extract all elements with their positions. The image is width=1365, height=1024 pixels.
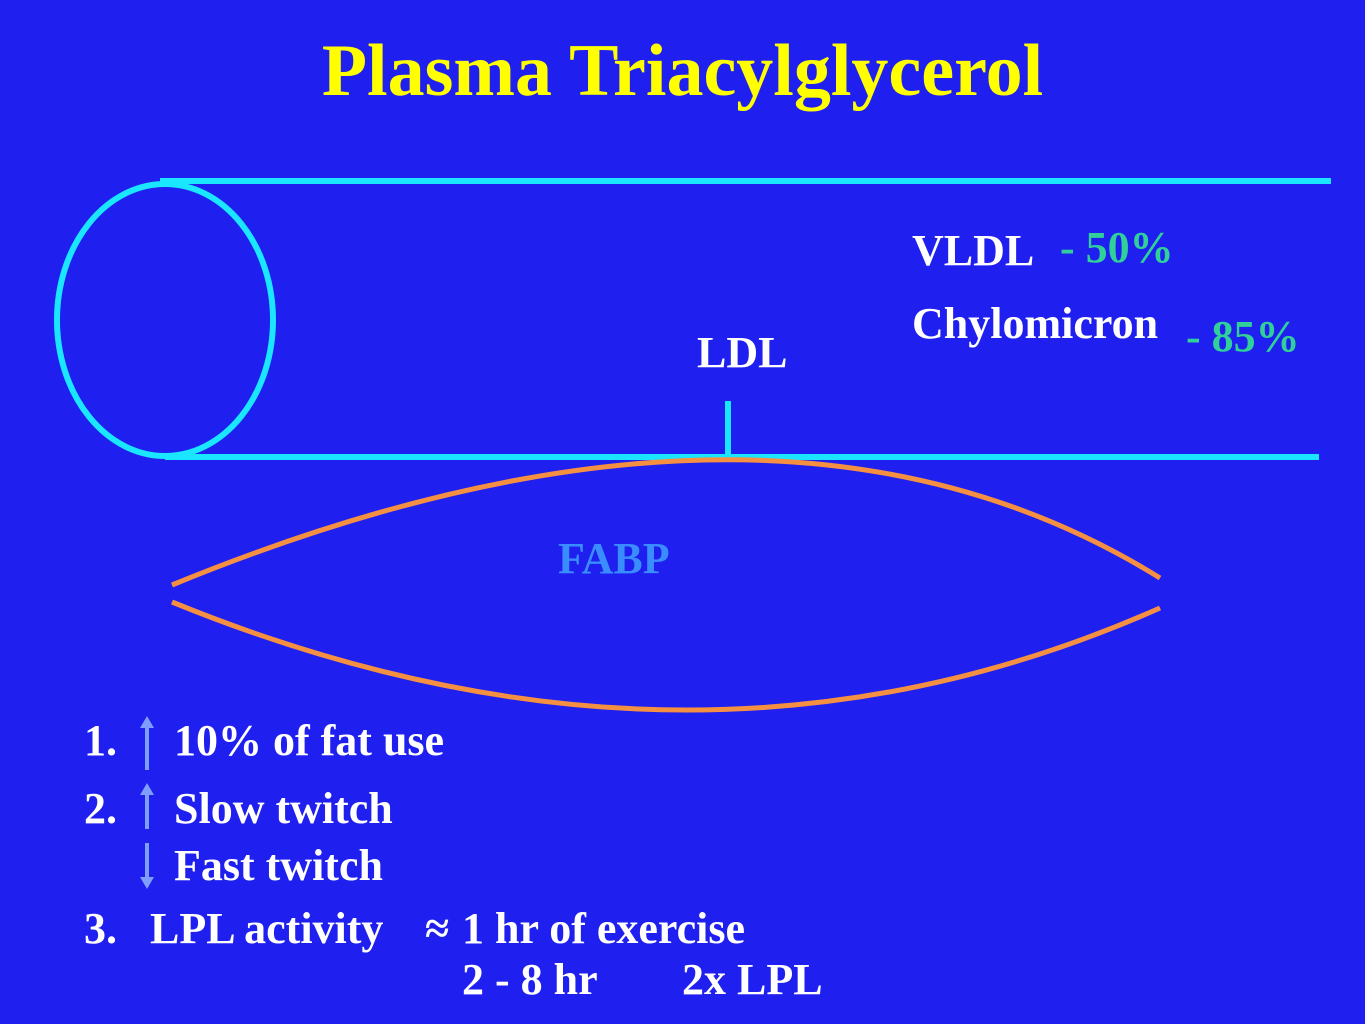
point-3-number: 3. [84, 904, 117, 953]
up-arrow-icon [140, 716, 154, 770]
down-arrow-icon [140, 843, 154, 889]
vessel-opening-ellipse [54, 181, 276, 459]
vldl-change-label: - 50% [1060, 223, 1174, 272]
muscle-lower-membrane [171, 599, 1162, 713]
slide-title: Plasma Triacylglycerol [321, 30, 1044, 112]
point-1-text: 10% of fat use [174, 716, 445, 765]
approx-symbol: ≈ [425, 904, 450, 953]
up-arrow-icon [140, 783, 154, 829]
point-2-number: 2. [84, 784, 117, 833]
point-3-duration: 1 hr of exercise [462, 904, 746, 953]
point-2-text: Slow twitch [174, 784, 393, 833]
point-3-text: LPL activity [150, 904, 384, 953]
point-1-number: 1. [84, 716, 117, 765]
point-3-effect: 2x LPL [682, 955, 823, 1004]
point-3-window: 2 - 8 hr [462, 955, 598, 1004]
ldl-label: LDL [697, 328, 788, 377]
point-2-sub-text: Fast twitch [174, 841, 383, 890]
vldl-label: VLDL [912, 226, 1035, 275]
fabp-label: FABP [558, 534, 670, 583]
chylomicron-label: Chylomicron [912, 299, 1159, 348]
chylomicron-change-label: - 85% [1186, 312, 1300, 361]
muscle-upper-membrane [171, 457, 1162, 588]
